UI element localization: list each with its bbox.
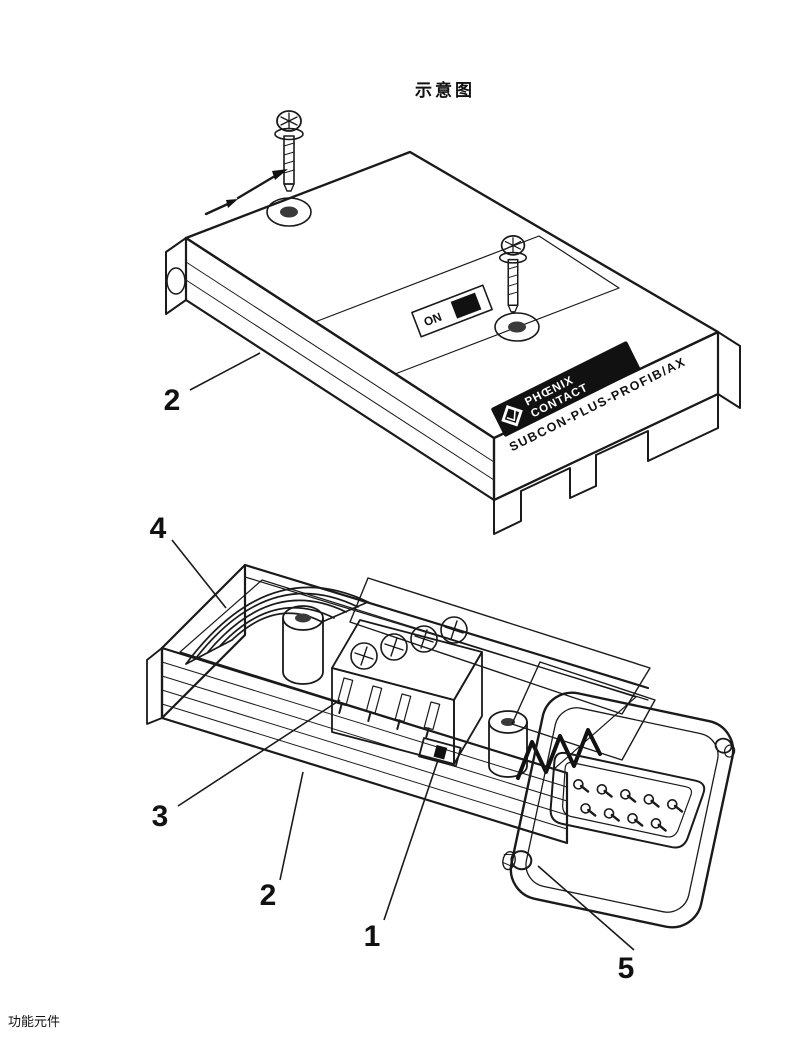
screw-1-icon xyxy=(274,110,304,192)
terminal-block xyxy=(331,616,483,765)
dsub-pins xyxy=(573,779,684,832)
guide-stud xyxy=(714,737,736,758)
footer-caption: 功能元件 xyxy=(8,1014,60,1029)
housing-base-illustration xyxy=(146,563,736,929)
cover-front-left-face xyxy=(184,236,496,502)
cover-right-cap xyxy=(717,331,741,409)
base-right-ribs xyxy=(511,661,656,761)
leader-line-relief-4 xyxy=(171,539,227,609)
cover-smooth-strip xyxy=(314,235,620,375)
cover-groove-line xyxy=(185,279,495,481)
cover-screw-boss-1 xyxy=(266,197,312,227)
on-switch-slider xyxy=(450,292,482,319)
brand-logo-box xyxy=(491,341,641,437)
callout-cover-2: 2 xyxy=(164,384,181,417)
dsub-flange xyxy=(502,691,736,929)
locking-screw xyxy=(502,850,533,871)
on-switch-label: ON xyxy=(422,310,444,330)
leader-line-screw-5 xyxy=(537,865,635,951)
on-switch-window: ON xyxy=(411,284,493,338)
cover-top-face-base xyxy=(185,151,719,439)
screw-2-icon xyxy=(498,234,528,313)
callout-relief-4: 4 xyxy=(150,512,167,545)
dsub-shell xyxy=(549,751,706,849)
housing-cover-illustration: ON PHŒNIX CONTACT SUBCON-PLUS-PROFIB/AX xyxy=(165,110,741,535)
callout-terminal-3: 3 xyxy=(152,800,169,833)
page-title: 示意图 xyxy=(415,80,475,100)
cover-top-face-ribs xyxy=(184,150,720,440)
cover-screw-boss-2 xyxy=(494,312,540,342)
terminal-screws xyxy=(350,616,468,670)
base-left-cap xyxy=(146,647,163,725)
callout-base-2: 2 xyxy=(260,879,277,912)
leader-line-switch-1 xyxy=(383,759,439,921)
callout-switch-1: 1 xyxy=(364,920,381,953)
cover-cable-notch xyxy=(166,267,186,295)
cover-screw-hole-1 xyxy=(280,206,298,218)
callouts: 2 4 3 2 1 5 xyxy=(150,352,635,985)
direction-arrow-icon xyxy=(204,169,288,216)
cover-screw-hole-2 xyxy=(508,321,526,333)
standoff-post-1 xyxy=(282,605,324,685)
spring-contact xyxy=(516,728,602,780)
base-back-rim xyxy=(243,563,650,690)
cover-groove-line xyxy=(185,261,495,463)
callout-screw-5: 5 xyxy=(618,952,635,985)
cover-left-cap xyxy=(165,237,187,315)
leader-line-cover-2 xyxy=(189,352,261,391)
terminal-test-slots xyxy=(336,677,441,738)
leader-line-terminal-3 xyxy=(177,699,341,807)
cover-skirt xyxy=(493,393,719,535)
leader-line-base-2 xyxy=(279,771,304,881)
